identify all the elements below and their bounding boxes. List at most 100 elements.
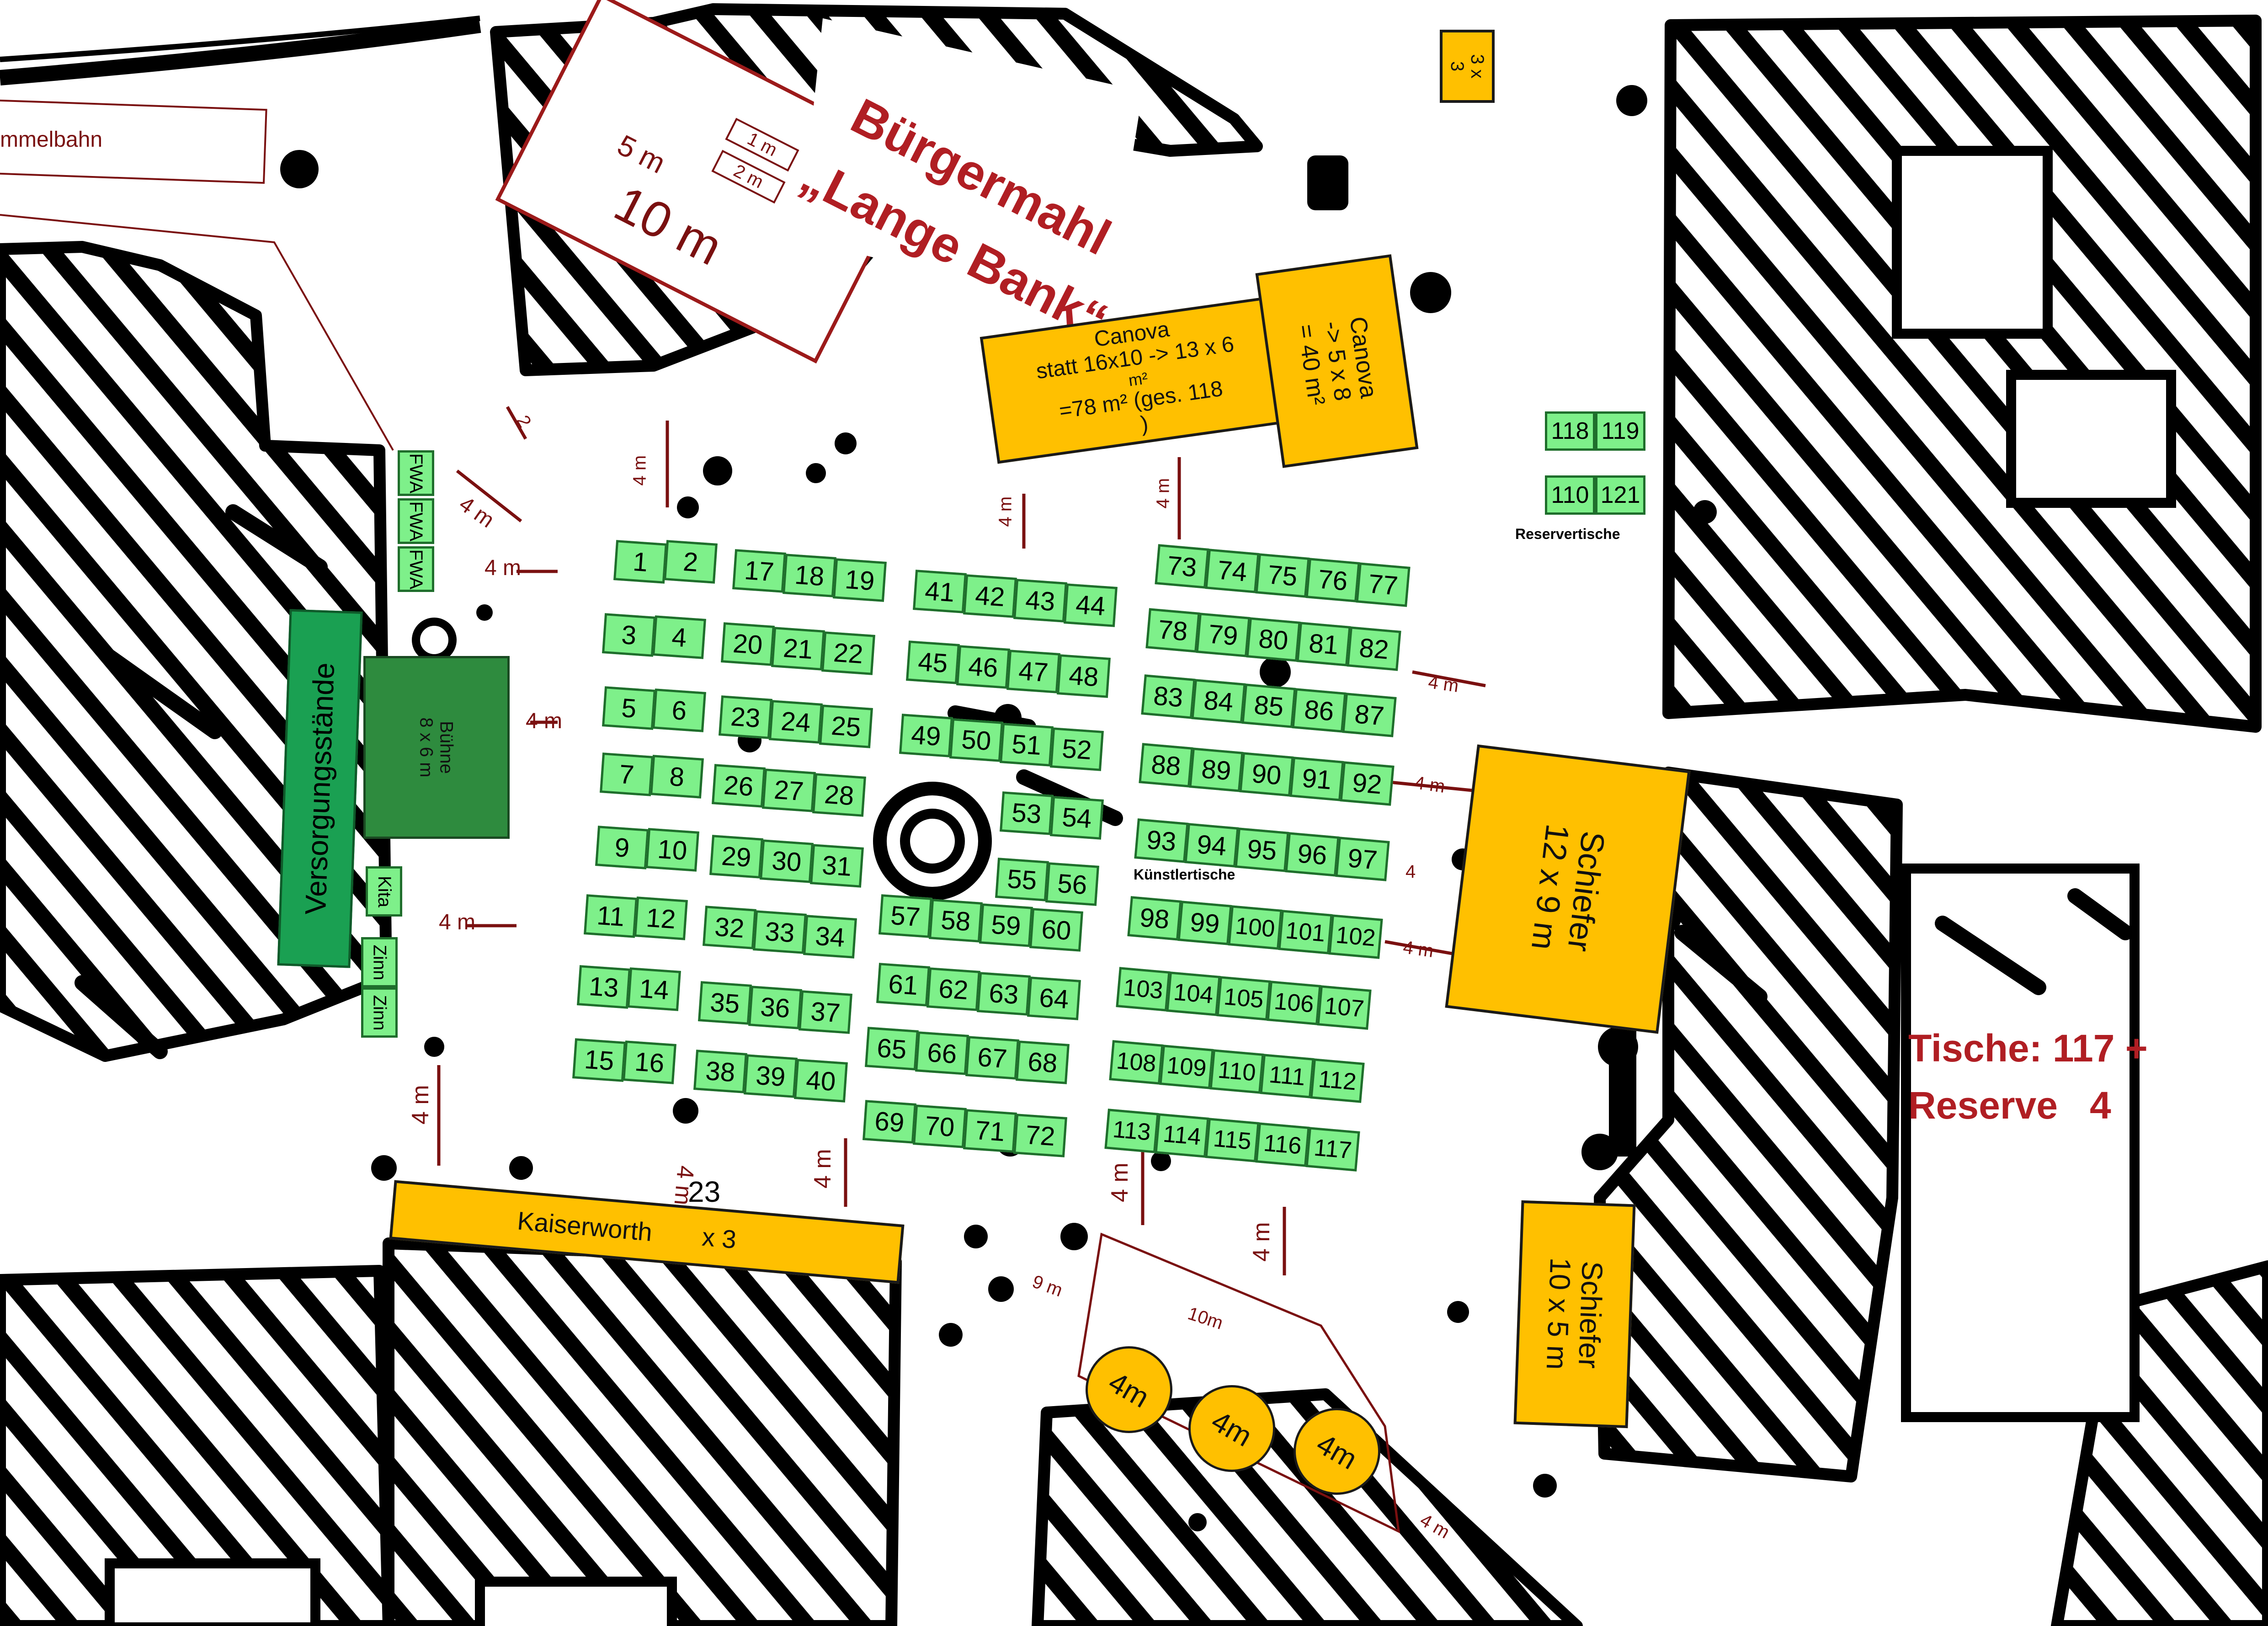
table-51[interactable]: 51 xyxy=(1000,723,1054,767)
table-43[interactable]: 43 xyxy=(1013,579,1067,623)
table-65[interactable]: 65 xyxy=(865,1027,919,1071)
table-56[interactable]: 56 xyxy=(1045,862,1099,906)
table-101[interactable]: 101 xyxy=(1278,910,1333,954)
table-25[interactable]: 25 xyxy=(819,704,873,748)
table-6[interactable]: 6 xyxy=(652,688,706,732)
table-73[interactable]: 73 xyxy=(1155,544,1209,589)
table-112[interactable]: 112 xyxy=(1310,1058,1365,1103)
table-30[interactable]: 30 xyxy=(760,839,814,883)
table-78[interactable]: 78 xyxy=(1145,608,1200,653)
kita-box[interactable]: Kita xyxy=(366,866,402,917)
table-68[interactable]: 68 xyxy=(1016,1040,1070,1084)
table-9[interactable]: 9 xyxy=(595,826,649,869)
table-54[interactable]: 54 xyxy=(1050,796,1104,840)
table-61[interactable]: 61 xyxy=(876,963,930,1007)
table-91[interactable]: 91 xyxy=(1289,757,1344,801)
stand-small-3x3[interactable]: 3 x 3 xyxy=(1440,30,1495,103)
table-20[interactable]: 20 xyxy=(721,622,775,666)
table-42[interactable]: 42 xyxy=(963,574,1017,618)
table-106[interactable]: 106 xyxy=(1267,981,1321,1025)
table-103[interactable]: 103 xyxy=(1116,967,1171,1012)
table-16[interactable]: 16 xyxy=(623,1040,676,1084)
table-14[interactable]: 14 xyxy=(627,967,681,1011)
table-13[interactable]: 13 xyxy=(577,965,631,1009)
table-22[interactable]: 22 xyxy=(821,631,875,675)
table-88[interactable]: 88 xyxy=(1139,743,1193,788)
table-55[interactable]: 55 xyxy=(995,858,1049,901)
table-69[interactable]: 69 xyxy=(862,1100,916,1144)
table-4[interactable]: 4 xyxy=(652,615,706,659)
table-67[interactable]: 67 xyxy=(965,1036,1019,1080)
table-52[interactable]: 52 xyxy=(1050,727,1104,771)
table-37[interactable]: 37 xyxy=(799,990,852,1034)
table-62[interactable]: 62 xyxy=(926,967,980,1011)
table-111[interactable]: 111 xyxy=(1260,1054,1315,1098)
table-10[interactable]: 10 xyxy=(645,828,699,872)
table-7[interactable]: 7 xyxy=(600,752,654,796)
table-3[interactable]: 3 xyxy=(602,613,656,657)
table-76[interactable]: 76 xyxy=(1305,558,1360,602)
table-113[interactable]: 113 xyxy=(1104,1109,1159,1153)
table-85[interactable]: 85 xyxy=(1241,683,1296,728)
table-28[interactable]: 28 xyxy=(812,773,866,817)
table-58[interactable]: 58 xyxy=(929,899,983,943)
table-79[interactable]: 79 xyxy=(1196,613,1251,657)
stand-schiefer-1[interactable]: Schiefer 12 x 9 m xyxy=(1445,744,1691,1034)
stage-buehne[interactable]: Bühne 8 x 6 m xyxy=(363,656,510,839)
table-108[interactable]: 108 xyxy=(1109,1040,1164,1085)
zinn-box-2[interactable]: Zinn xyxy=(361,987,398,1038)
table-23[interactable]: 23 xyxy=(719,695,772,739)
table-39[interactable]: 39 xyxy=(744,1054,798,1098)
table-18[interactable]: 18 xyxy=(783,554,836,597)
table-104[interactable]: 104 xyxy=(1166,971,1221,1016)
table-75[interactable]: 75 xyxy=(1255,553,1310,598)
table-49[interactable]: 49 xyxy=(899,714,953,757)
table-2[interactable]: 2 xyxy=(664,540,718,584)
table-36[interactable]: 36 xyxy=(748,986,802,1029)
table-46[interactable]: 46 xyxy=(956,645,1010,689)
table-87[interactable]: 87 xyxy=(1342,693,1397,737)
table-100[interactable]: 100 xyxy=(1228,905,1283,950)
table-117[interactable]: 117 xyxy=(1305,1127,1360,1172)
table-114[interactable]: 114 xyxy=(1155,1113,1209,1158)
table-40[interactable]: 40 xyxy=(794,1059,848,1103)
table-50[interactable]: 50 xyxy=(949,718,1003,762)
table-66[interactable]: 66 xyxy=(915,1031,969,1075)
table-110[interactable]: 110 xyxy=(1209,1049,1264,1094)
table-5[interactable]: 5 xyxy=(602,686,656,730)
fwa-box-3[interactable]: FWA xyxy=(398,546,434,592)
table-1[interactable]: 1 xyxy=(613,540,667,584)
table-24[interactable]: 24 xyxy=(769,700,823,744)
table-115[interactable]: 115 xyxy=(1205,1118,1260,1162)
table-17[interactable]: 17 xyxy=(732,549,786,593)
table-15[interactable]: 15 xyxy=(572,1038,626,1082)
table-77[interactable]: 77 xyxy=(1356,562,1411,607)
stand-schiefer-2[interactable]: Schiefer 10 x 5 m xyxy=(1513,1200,1636,1429)
table-19[interactable]: 19 xyxy=(833,558,887,602)
table-98[interactable]: 98 xyxy=(1127,896,1182,941)
table-97[interactable]: 97 xyxy=(1335,837,1390,881)
table-105[interactable]: 105 xyxy=(1216,976,1271,1021)
table-86[interactable]: 86 xyxy=(1292,688,1347,733)
table-38[interactable]: 38 xyxy=(693,1050,747,1093)
table-84[interactable]: 84 xyxy=(1191,679,1246,724)
reserve-table-110[interactable]: 110 xyxy=(1545,475,1595,515)
table-48[interactable]: 48 xyxy=(1057,654,1111,698)
table-41[interactable]: 41 xyxy=(913,570,967,613)
table-32[interactable]: 32 xyxy=(703,906,756,949)
table-81[interactable]: 81 xyxy=(1296,622,1351,666)
table-93[interactable]: 93 xyxy=(1134,818,1189,863)
table-34[interactable]: 34 xyxy=(803,915,857,959)
table-11[interactable]: 11 xyxy=(584,894,638,938)
table-63[interactable]: 63 xyxy=(977,972,1031,1016)
table-72[interactable]: 72 xyxy=(1013,1114,1067,1157)
table-31[interactable]: 31 xyxy=(810,844,864,888)
table-94[interactable]: 94 xyxy=(1184,823,1239,868)
table-8[interactable]: 8 xyxy=(650,755,704,799)
table-57[interactable]: 57 xyxy=(878,894,932,938)
reserve-table-118[interactable]: 118 xyxy=(1545,411,1595,451)
table-44[interactable]: 44 xyxy=(1064,583,1118,627)
table-29[interactable]: 29 xyxy=(709,835,763,879)
table-89[interactable]: 89 xyxy=(1189,747,1244,792)
table-107[interactable]: 107 xyxy=(1317,985,1372,1030)
